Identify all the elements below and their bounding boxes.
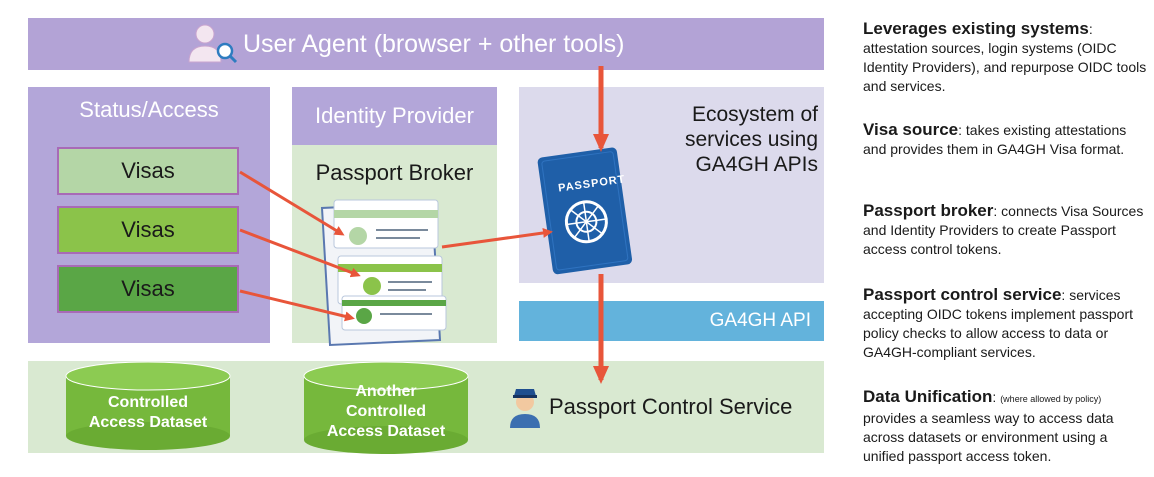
dataset-line: Access Dataset [326,423,446,440]
dataset-line: Access Dataset [88,414,208,431]
ecosystem-label: Ecosystem of services using GA4GH APIs [640,102,818,177]
ecosystem-line: Ecosystem of [691,103,818,126]
note-data-unification: Data Unification: (where allowed by poli… [863,387,1114,464]
database-icon [65,361,231,450]
ga4gh-api-bar [519,301,824,341]
note-title: Data Unification [863,387,993,406]
note-title: Passport control service [863,285,1062,304]
note-body: attestation sources, login systems (OIDC… [863,40,1147,94]
visa-box: Visas [57,206,239,254]
passport-icon [537,147,633,275]
ecosystem-line: GA4GH APIs [695,153,818,176]
dataset-label: Another Controlled Access Dataset [304,382,468,442]
ecosystem-line: services using [684,128,818,151]
status-access-title: Status/Access [79,97,219,122]
user-agent-label: User Agent (browser + other tools) [243,30,625,58]
identity-provider-header [292,87,497,145]
note-title: Visa source [863,120,959,139]
passport-documents-icon [320,199,447,347]
note-leverages: Leverages existing systems: attestation … [863,19,1147,94]
note-body: services accepting OIDC tokens implement… [863,287,1134,360]
passport-broker-label: Passport Broker [315,160,474,185]
user-search-icon [188,24,238,64]
dataset-line: Controlled [108,394,188,411]
note-visa-source: Visa source: takes existing attestations… [863,120,1127,157]
passport-control-label: Passport Control Service [549,394,793,419]
officer-icon [510,389,540,428]
visa-box: Visas [57,147,239,195]
dataset-line: Another [355,383,417,400]
note-body: connects Visa Sources and Identity Provi… [863,203,1144,257]
note-qualifier: (where allowed by policy) [1000,394,1102,404]
note-passport-control: Passport control service: services accep… [863,285,1134,360]
identity-provider-label: Identity Provider [315,103,474,128]
dataset-line: Controlled [346,403,426,420]
arrow-connectors [239,170,553,322]
note-passport-broker: Passport broker: connects Visa Sources a… [863,201,1144,257]
user-agent-bar [28,18,824,70]
dataset-label: Controlled Access Dataset [66,393,230,433]
note-body: provides a seamless way to access data a… [863,410,1114,464]
note-title: Leverages existing systems [863,19,1089,38]
visa-box: Visas [57,265,239,313]
note-title: Passport broker [863,201,994,220]
note-body: takes existing attestations and provides… [863,122,1127,157]
database-icon [303,361,469,454]
ga4gh-api-label: GA4GH API [709,310,811,331]
